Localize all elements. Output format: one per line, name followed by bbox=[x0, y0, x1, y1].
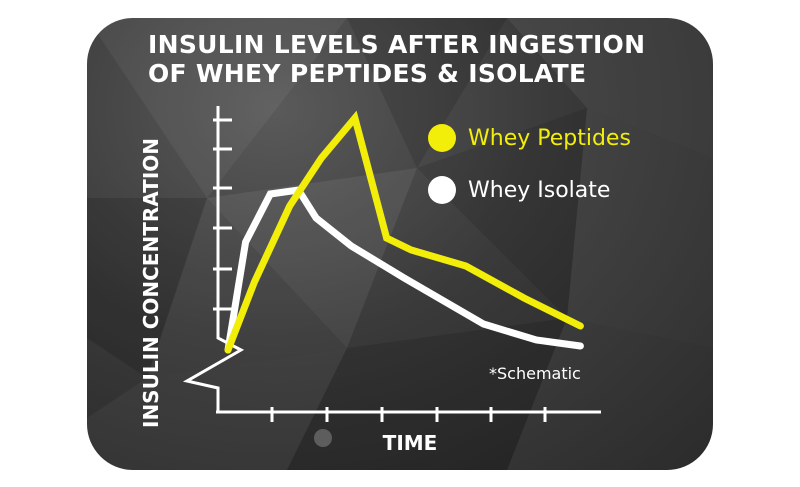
axes bbox=[182, 106, 601, 422]
legend-label-whey-peptides: Whey Peptides bbox=[468, 126, 631, 151]
legend-marker-whey-peptides bbox=[428, 124, 456, 152]
schematic-note: *Schematic bbox=[489, 364, 581, 383]
y-axis-label: INSULIN CONCENTRATION bbox=[139, 138, 163, 428]
series-line-whey-peptides bbox=[224, 110, 584, 354]
chart-title-line-2: OF WHEY PEPTIDES & ISOLATE bbox=[148, 59, 587, 88]
y-axis-line bbox=[182, 106, 245, 412]
chart-title-line-1: INSULIN LEVELS AFTER INGESTION bbox=[148, 30, 646, 59]
chart-title: INSULIN LEVELS AFTER INGESTION OF WHEY P… bbox=[148, 30, 688, 88]
legend: Whey Peptides Whey Isolate bbox=[428, 124, 631, 204]
series-line-whey-isolate bbox=[224, 186, 584, 354]
series-layer bbox=[224, 110, 584, 354]
legend-marker-whey-isolate bbox=[428, 176, 456, 204]
chart-card: INSULIN LEVELS AFTER INGESTION OF WHEY P… bbox=[87, 18, 713, 470]
legend-label-whey-isolate: Whey Isolate bbox=[468, 178, 610, 203]
x-axis-label: TIME bbox=[383, 431, 438, 455]
line-chart: INSULIN CONCENTRATION TIME Whey Peptides… bbox=[139, 106, 631, 455]
